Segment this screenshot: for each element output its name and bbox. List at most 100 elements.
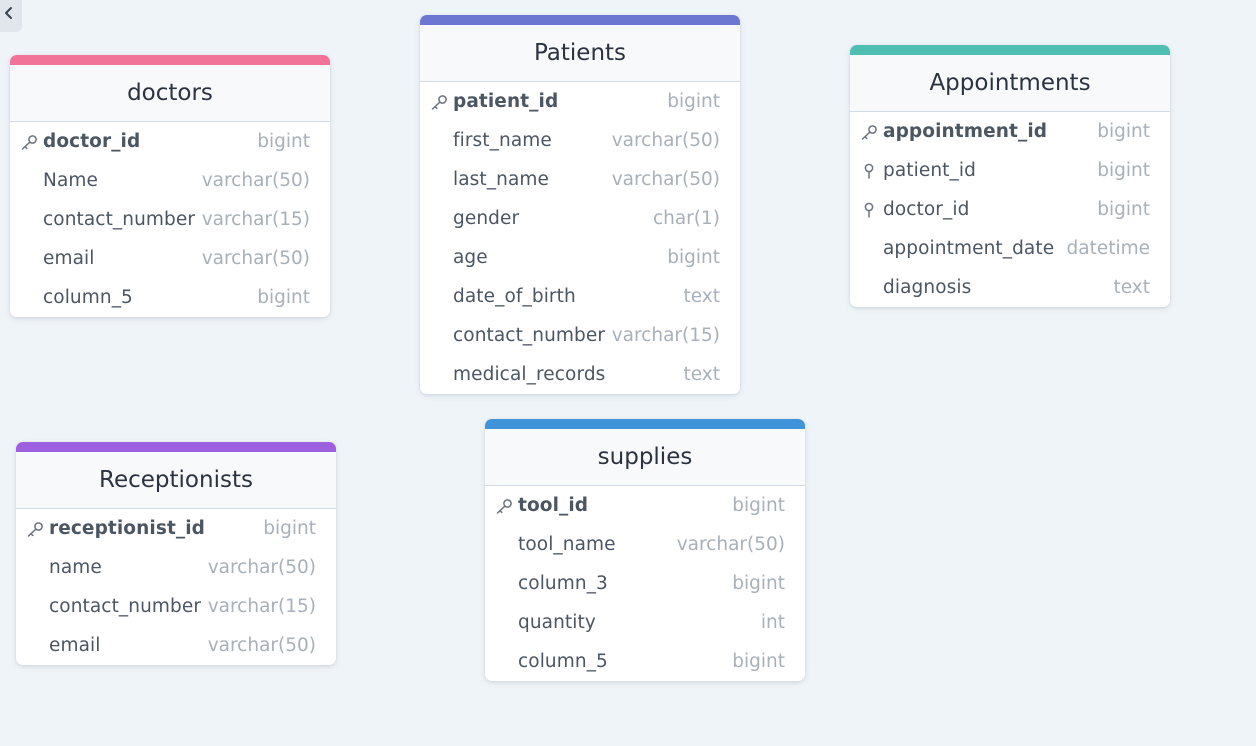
chevron-left-icon — [4, 6, 14, 20]
column-row-diagnosis[interactable]: diagnosis text — [850, 268, 1170, 307]
table-title: doctors — [127, 80, 213, 106]
column-row-column-5[interactable]: column_5 bigint — [10, 278, 330, 317]
table-accent — [850, 45, 1170, 55]
column-name: date_of_birth — [453, 286, 576, 307]
column-name: doctor_id — [43, 131, 141, 152]
column-name: Name — [43, 170, 98, 191]
column-type: int — [760, 612, 785, 633]
column-row-quantity[interactable]: quantity int — [485, 603, 805, 642]
column-name: column_5 — [43, 287, 133, 308]
column-name: column_3 — [518, 573, 608, 594]
column-type: varchar(50) — [676, 534, 785, 555]
primary-key-icon — [26, 521, 44, 537]
table-header[interactable]: Appointments — [850, 55, 1170, 112]
column-row-tool-id[interactable]: tool_id bigint — [485, 486, 805, 525]
column-name: doctor_id — [883, 199, 970, 220]
column-name: tool_id — [518, 495, 589, 516]
column-type: bigint — [1097, 160, 1150, 181]
table-accent — [10, 55, 330, 65]
column-name: first_name — [453, 130, 552, 151]
column-row-appointment-id[interactable]: appointment_id bigint — [850, 112, 1170, 151]
column-row-receptionist-id[interactable]: receptionist_id bigint — [16, 509, 336, 548]
table-accent — [485, 419, 805, 429]
column-type: bigint — [1097, 121, 1150, 142]
column-name: column_5 — [518, 651, 608, 672]
primary-key-icon — [20, 134, 38, 150]
column-name: appointment_date — [883, 238, 1055, 259]
collapse-button[interactable] — [0, 0, 22, 32]
column-type: bigint — [263, 518, 316, 539]
column-type: varchar(50) — [201, 170, 310, 191]
column-type: varchar(50) — [201, 248, 310, 269]
column-type: bigint — [732, 573, 785, 594]
column-row-name[interactable]: Name varchar(50) — [10, 161, 330, 200]
column-row-patient-id[interactable]: patient_id bigint — [850, 151, 1170, 190]
column-row-column-3[interactable]: column_3 bigint — [485, 564, 805, 603]
column-name: contact_number — [43, 209, 196, 230]
table-header[interactable]: supplies — [485, 429, 805, 486]
primary-key-icon — [495, 498, 513, 514]
table-accent — [16, 442, 336, 452]
column-row-date-of-birth[interactable]: date_of_birth text — [420, 277, 740, 316]
table-header[interactable]: Receptionists — [16, 452, 336, 509]
column-type: varchar(15) — [207, 596, 316, 617]
table-title: supplies — [597, 444, 693, 470]
column-name: patient_id — [883, 160, 976, 181]
column-row-doctor-id[interactable]: doctor_id bigint — [850, 190, 1170, 229]
column-type: bigint — [732, 651, 785, 672]
column-type: varchar(15) — [201, 209, 310, 230]
column-type: bigint — [1097, 199, 1150, 220]
table-header[interactable]: doctors — [10, 65, 330, 122]
column-name: receptionist_id — [49, 518, 206, 539]
table-header[interactable]: Patients — [420, 25, 740, 82]
column-type: varchar(50) — [611, 169, 720, 190]
column-name: appointment_id — [883, 121, 1048, 142]
column-name: name — [49, 557, 102, 578]
column-name: age — [453, 247, 488, 268]
column-name: quantity — [518, 612, 596, 633]
column-type: bigint — [257, 131, 310, 152]
column-name: gender — [453, 208, 520, 229]
column-name: medical_records — [453, 364, 606, 385]
column-name: patient_id — [453, 91, 559, 112]
column-row-last-name[interactable]: last_name varchar(50) — [420, 160, 740, 199]
primary-key-icon — [860, 124, 878, 140]
column-type: bigint — [667, 91, 720, 112]
column-type: text — [1113, 277, 1150, 298]
column-row-doctor-id[interactable]: doctor_id bigint — [10, 122, 330, 161]
column-row-patient-id[interactable]: patient_id bigint — [420, 82, 740, 121]
column-row-column-5[interactable]: column_5 bigint — [485, 642, 805, 681]
column-type: text — [683, 286, 720, 307]
column-type: bigint — [257, 287, 310, 308]
column-type: datetime — [1066, 238, 1150, 259]
column-name: last_name — [453, 169, 549, 190]
column-type: varchar(15) — [611, 325, 720, 346]
column-row-appointment-date[interactable]: appointment_date datetime — [850, 229, 1170, 268]
table-title: Patients — [533, 40, 627, 66]
column-type: varchar(50) — [207, 635, 316, 656]
column-name: contact_number — [453, 325, 606, 346]
column-type: bigint — [732, 495, 785, 516]
foreign-key-icon — [860, 202, 878, 218]
column-name: diagnosis — [883, 277, 972, 298]
